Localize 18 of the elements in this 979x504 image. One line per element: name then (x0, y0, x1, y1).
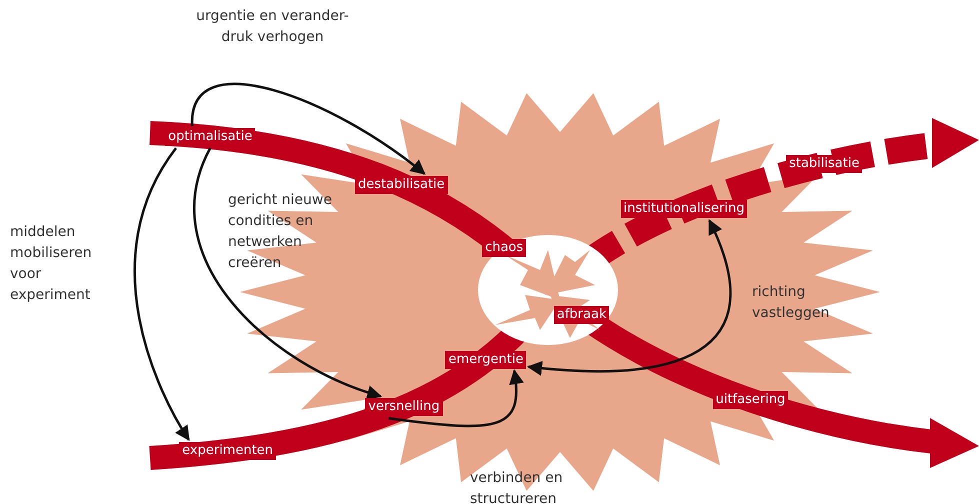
stage-label: institutionalisering (620, 200, 748, 218)
arrow (134, 147, 190, 442)
edge-label: richting vastleggen (752, 283, 830, 323)
arrow (388, 369, 524, 428)
arrow (527, 219, 732, 376)
arrow (193, 148, 382, 400)
stage-label: experimenten (179, 442, 276, 460)
edge-label: middelen mobiliseren voor experiment (10, 223, 93, 305)
arrow (190, 82, 426, 175)
stage-label: versnelling (365, 398, 443, 416)
stage-label: afbraak (554, 306, 610, 324)
stage-label: stabilisatie (786, 155, 862, 174)
stage-label: optimalisatie (165, 128, 256, 146)
stage-label: destabilisatie (355, 176, 448, 194)
edge-label: urgentie en verander- druk verhogen (195, 7, 350, 47)
stage-label: uitfasering (712, 391, 788, 410)
stage-label: emergentie (445, 350, 526, 369)
stage-label: chaos (482, 238, 526, 257)
